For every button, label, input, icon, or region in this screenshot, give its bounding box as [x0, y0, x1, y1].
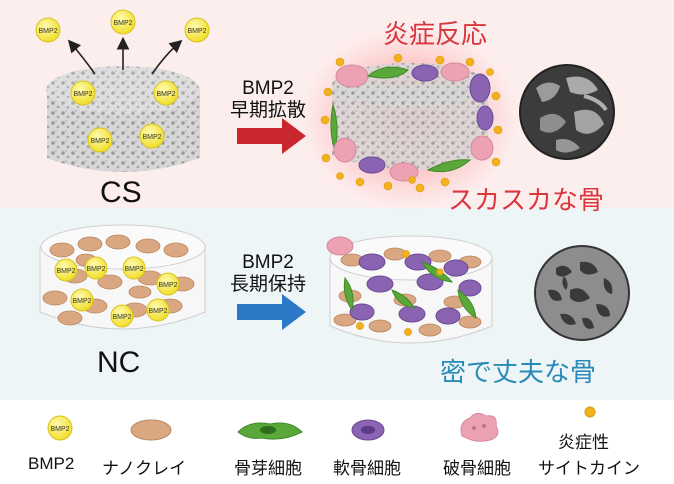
loose-bone-image	[519, 64, 615, 160]
svg-text:BMP2: BMP2	[72, 298, 91, 305]
legend-nanoclay-icon	[130, 419, 172, 441]
inflammation-text: 炎症反応	[383, 19, 488, 49]
nc-arrow-label: BMP2 長期保持	[228, 252, 308, 296]
osteoclast-cell	[333, 137, 357, 163]
bmp2-molecules-nc: BMP2 BMP2 BMP2 BMP2 BMP2 BMP2 BMP2	[54, 256, 180, 328]
svg-text:BMP2: BMP2	[187, 28, 206, 35]
cs-arrow-line1: BMP2	[242, 78, 294, 99]
svg-text:BMP2: BMP2	[73, 91, 92, 98]
nc-result-scaffold	[326, 235, 493, 344]
svg-text:BMP2: BMP2	[142, 134, 161, 141]
legend-osteoclast-icon	[460, 412, 499, 442]
bmp2-molecule: BMP2	[110, 304, 134, 328]
svg-text:BMP2: BMP2	[38, 28, 57, 35]
nc-arrow-line1: BMP2	[242, 252, 294, 273]
cs-arrow-label: BMP2 早期拡散	[228, 78, 308, 122]
bmp2-molecule: BMP2	[122, 256, 146, 280]
bmp2-molecule: BMP2	[146, 298, 170, 322]
svg-text:BMP2: BMP2	[90, 138, 109, 145]
nc-arrow-line2: 長期保持	[229, 274, 306, 295]
cytokines-nc	[356, 250, 444, 336]
svg-text:BMP2: BMP2	[124, 266, 143, 273]
osteoclast-cell	[470, 135, 494, 161]
bmp2-molecule: BMP2	[70, 80, 96, 106]
dense-bone-image	[534, 245, 630, 341]
bmp2-molecule: BMP2	[54, 258, 78, 282]
legend-cytokine-label-line2: サイトカイン	[538, 459, 640, 478]
nc-arrow	[237, 294, 306, 330]
chondrocyte-cells	[349, 253, 482, 325]
osteoclast-cell	[335, 64, 369, 88]
legend-bmp2-icon: BMP2	[47, 415, 73, 441]
legend-cytokine-icon	[584, 406, 596, 418]
porous-bone-text: スカスカな骨	[448, 185, 605, 215]
bmp2-molecule: BMP2	[110, 9, 136, 35]
legend-chondrocyte-icon	[351, 419, 385, 441]
nc-label: NC	[97, 346, 141, 379]
svg-text:BMP2: BMP2	[156, 91, 175, 98]
svg-text:BMP2: BMP2	[112, 314, 131, 321]
nanoclay-particles	[333, 247, 482, 337]
bmp2-molecule: BMP2	[156, 272, 180, 296]
legend-osteoclast-label: 破骨細胞	[443, 459, 511, 478]
legend-nanoclay-label: ナノクレイ	[102, 459, 187, 478]
chondrocyte-cell	[476, 105, 494, 131]
cytokines-cs	[320, 53, 503, 193]
svg-text:BMP2: BMP2	[56, 268, 75, 275]
bmp2-molecule: BMP2	[84, 256, 108, 280]
osteoblast-cell	[426, 159, 472, 173]
legend-osteoblast-label: 骨芽細胞	[234, 459, 302, 478]
cs-label: CS	[100, 176, 142, 209]
chondrocyte-cell	[411, 64, 439, 82]
svg-text:BMP2: BMP2	[158, 282, 177, 289]
svg-text:BMP2: BMP2	[113, 20, 132, 27]
cs-scaffold	[46, 66, 200, 172]
bmp2-molecule: BMP2	[153, 80, 179, 106]
bmp2-molecule: BMP2	[184, 17, 210, 43]
osteoclast-cell	[440, 62, 470, 82]
cs-arrow-line2: 早期拡散	[229, 100, 306, 121]
svg-text:BMP2: BMP2	[50, 426, 69, 433]
legend-cytokine-label-line1: 炎症性	[558, 433, 609, 452]
legend-bmp2-label: BMP2	[28, 454, 75, 473]
cs-arrow	[237, 118, 306, 154]
chondrocyte-cell	[358, 156, 386, 174]
svg-text:BMP2: BMP2	[86, 266, 105, 273]
legend-osteoblast-icon	[237, 422, 303, 440]
bmp2-molecules-cs: BMP2 BMP2 BMP2 BMP2 BMP2 BMP2 BMP2	[35, 9, 210, 153]
svg-text:BMP2: BMP2	[148, 308, 167, 315]
bmp2-molecule: BMP2	[35, 17, 61, 43]
bmp2-molecule: BMP2	[70, 288, 94, 312]
bmp2-molecule: BMP2	[139, 123, 165, 149]
cs-result-scaffold	[300, 26, 520, 210]
chondrocyte-cell	[469, 73, 491, 103]
bmp2-molecule: BMP2	[87, 127, 113, 153]
dense-bone-text: 密で丈夫な骨	[440, 357, 597, 387]
legend-chondrocyte-label: 軟骨細胞	[333, 459, 401, 478]
osteoblast-cell	[366, 66, 409, 79]
diffusion-arrows	[67, 36, 183, 75]
osteoclast-cell	[326, 236, 354, 256]
